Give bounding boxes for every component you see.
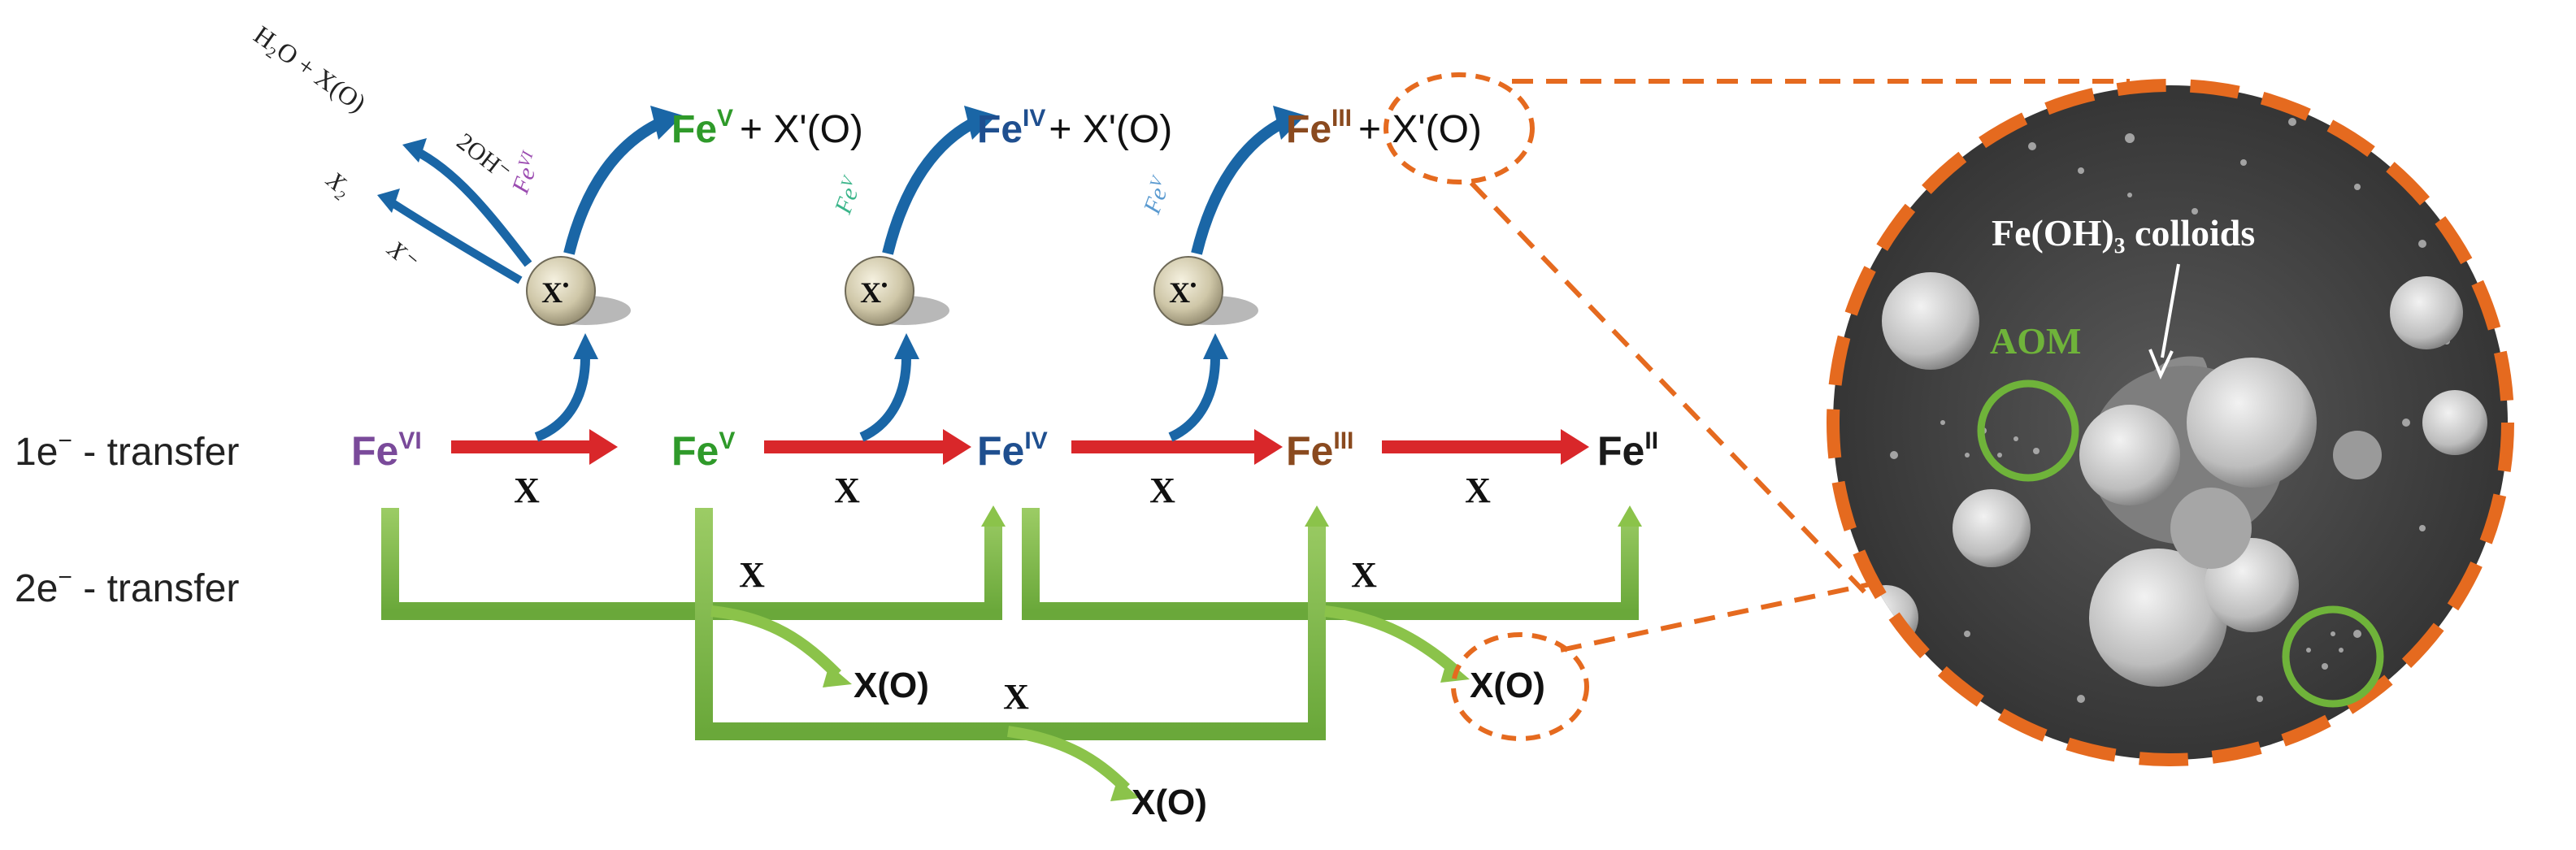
- sem-panel: Fe(OH)₃ colloids AOM: [1827, 79, 2514, 766]
- side-reagent-x-minus: X⁻: [382, 235, 423, 275]
- blue-arrow-top-1: [563, 106, 683, 255]
- blue-arrow-top-2: [882, 106, 997, 255]
- sem-panel-border: [1827, 79, 2514, 766]
- fe-vi-label: FeVI: [351, 427, 422, 474]
- blue-arrow-up-3: [1168, 333, 1228, 442]
- reactant-x-4: X: [1465, 471, 1491, 510]
- side-arrow-oh: [402, 138, 532, 267]
- top-product-3: FeIII+ X'(O): [1286, 105, 1482, 151]
- green-branch-3: [1007, 726, 1130, 792]
- top-product-2: FeIV+ X'(O): [977, 105, 1172, 151]
- aom-label: AOM: [1990, 320, 2081, 362]
- green-branch-2: [1324, 605, 1459, 675]
- sem-particle: [1882, 272, 1979, 370]
- fe-v-label: FeV: [671, 427, 735, 474]
- side-arrow-x2: [377, 189, 523, 284]
- radical-ball-2: X•: [845, 256, 949, 326]
- two-e-transfer-label: 2e− - transfer: [15, 564, 239, 610]
- top-product-1: FeV+ X'(O): [671, 105, 863, 151]
- reactant-x-2e-2: X: [1351, 555, 1377, 595]
- product-xo-1: X(O): [854, 666, 929, 705]
- reactant-x-1: X: [514, 471, 540, 510]
- radical-ball-1: X•: [526, 256, 631, 326]
- side-product-h2o-xo: H₂O + X(O): [249, 20, 371, 118]
- red-arrow-3: [1071, 429, 1283, 465]
- aom-circle-2: [2282, 605, 2384, 708]
- green-path-fe6-fe4: [381, 508, 1002, 620]
- product-xo-2: X(O): [1470, 666, 1545, 705]
- product-xo-3: X(O): [1132, 783, 1207, 822]
- red-arrow-4: [1382, 429, 1589, 465]
- radical-intermediates: X• X• X•: [249, 20, 1305, 442]
- reactant-x-2: X: [834, 471, 860, 510]
- aom-circle-1: [1977, 379, 2079, 482]
- green-branch-1: [710, 605, 841, 679]
- highlight-circle-xo: [1451, 632, 1589, 741]
- blue-arrow-top-3: [1191, 106, 1305, 255]
- fe-oh3-colloids-label: Fe(OH)₃ colloids: [1992, 212, 2255, 254]
- top-products: FeV+ X'(O) FeIV+ X'(O) FeIII+ X'(O): [671, 72, 1535, 184]
- fe-iii-label: FeIII: [1286, 427, 1353, 474]
- reactant-x-2e-1: X: [739, 555, 765, 595]
- one-electron-row: 1e− - transfer X X X X FeVI FeV FeIV FeI…: [15, 427, 1658, 510]
- highlight-circle-x-prime-o: [1384, 72, 1535, 184]
- blue-arrow-up-1: [534, 333, 598, 442]
- fe-iv-label: FeIV: [977, 427, 1048, 474]
- reactant-x-3: X: [1149, 471, 1175, 510]
- oxidant-fe6-small: FeVI: [506, 148, 546, 197]
- blue-arrow-up-2: [859, 333, 919, 442]
- red-arrow-1: [451, 429, 618, 465]
- red-arrow-2: [764, 429, 971, 465]
- svg-text:X•: X•: [541, 275, 569, 309]
- oxidant-fe5-small-2: FeV: [1137, 172, 1176, 218]
- two-electron-row: 2e− - transfer X X X X(O) X(O) X(O): [15, 505, 1642, 822]
- svg-text:X•: X•: [1169, 275, 1197, 309]
- radical-ball-3: X•: [1153, 256, 1258, 326]
- reactant-x-2e-3: X: [1003, 677, 1029, 717]
- oxidant-fe5-small: FeV: [828, 172, 867, 218]
- svg-text:X•: X•: [860, 275, 888, 309]
- one-e-transfer-label: 1e− - transfer: [15, 427, 239, 474]
- side-reagent-2oh: 2OH⁻: [452, 128, 516, 187]
- green-path-fe4-fe2: [1022, 508, 1639, 620]
- side-product-x2: X₂: [321, 166, 357, 202]
- colloid-pointer-arrow: [2148, 263, 2180, 380]
- fe-ii-label: FeII: [1597, 427, 1658, 474]
